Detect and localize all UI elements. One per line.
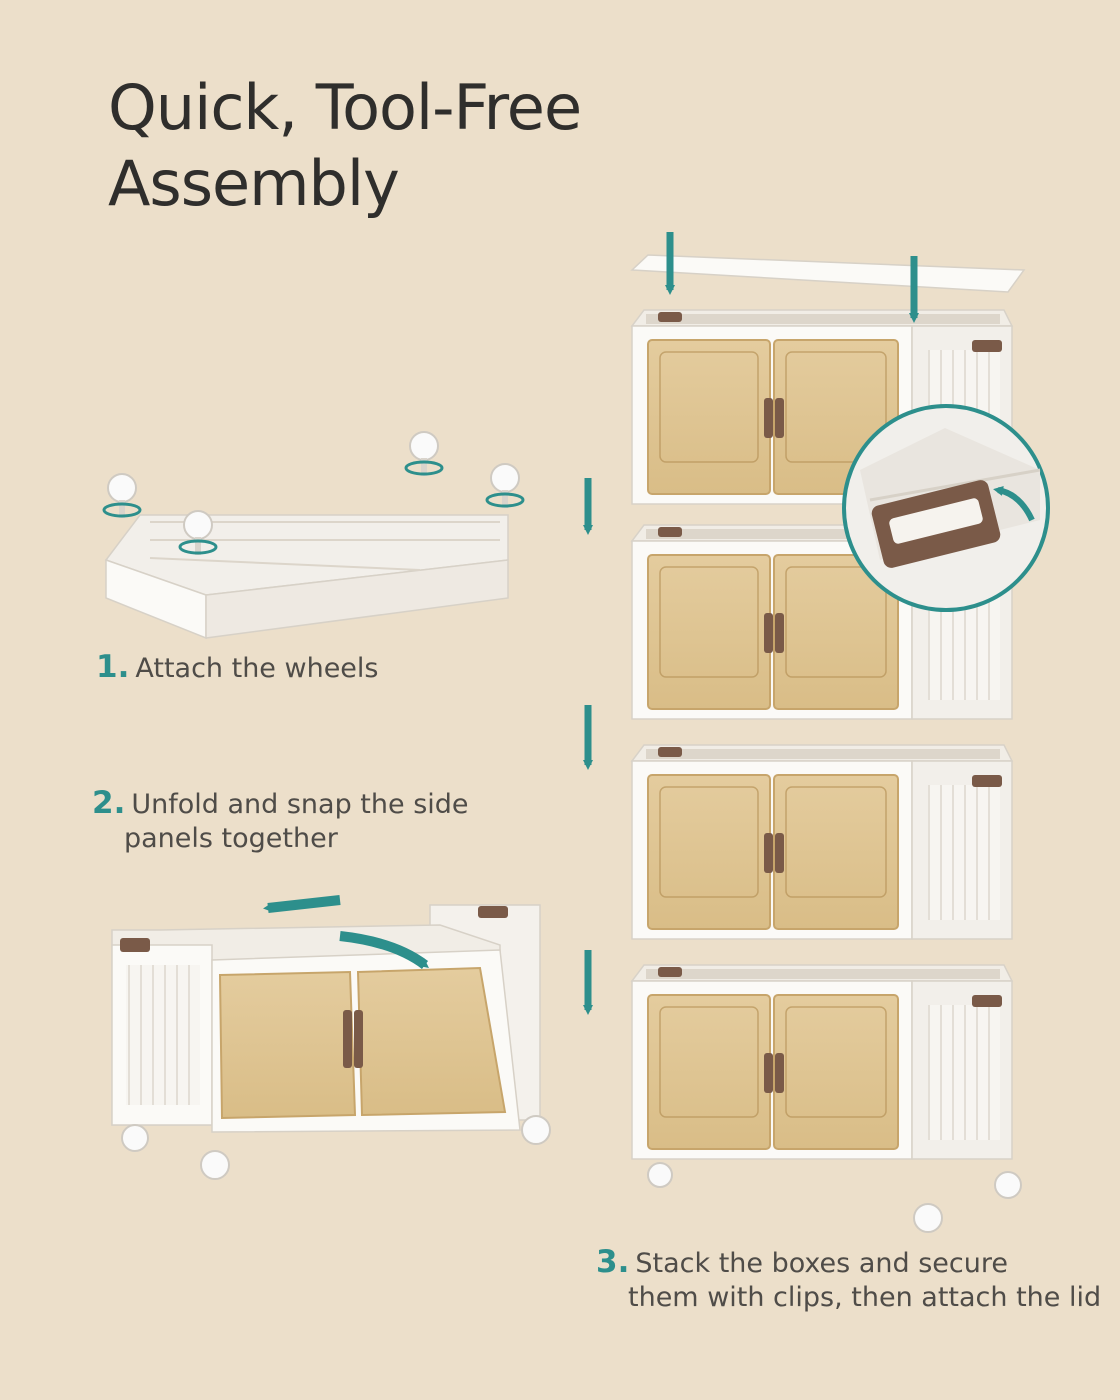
unfolding-box-illustration [111,895,551,1180]
stacked-boxes-illustration [583,232,1026,1233]
step-3-caption: 3.Stack the boxes and secure them with c… [596,1245,1101,1315]
wheel-caster-icons [102,431,525,555]
page-title: Quick, Tool-Free Assembly [108,70,582,222]
step-3-text-line-2: them with clips, then attach the lid [628,1282,1102,1313]
step-2-text-line-2: panels together [124,823,338,854]
step-2-text-line-1: Unfold and snap the side [131,789,469,820]
title-line-1: Quick, Tool-Free [108,71,582,144]
clip-detail-inset [842,404,1050,612]
base-tray-illustration [104,514,509,640]
title-line-2: Assembly [108,147,400,220]
step-1-caption: 1.Attach the wheels [96,650,379,686]
step-2-number: 2. [92,785,126,821]
step-3-text-line-1: Stack the boxes and secure [635,1248,1008,1279]
step-1-number: 1. [96,649,130,685]
step-2-caption: 2.Unfold and snap the side panels togeth… [92,786,469,856]
step-1-text: Attach the wheels [135,653,379,684]
lid [630,254,1026,293]
step-3-number: 3. [596,1244,630,1280]
